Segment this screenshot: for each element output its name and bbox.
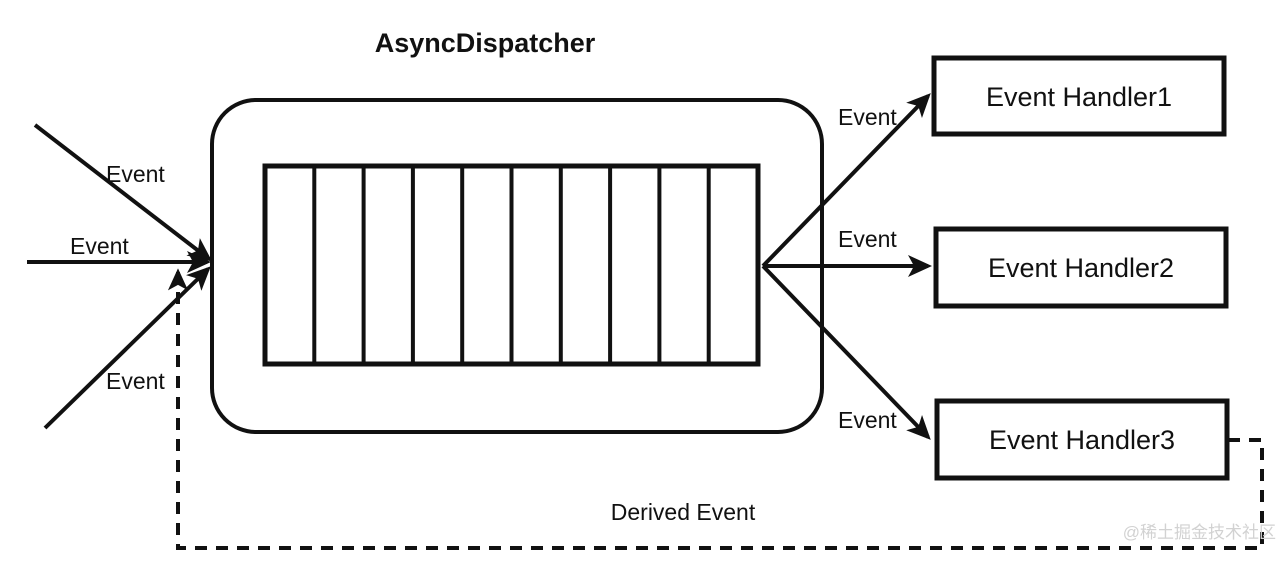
input-arrow-3 bbox=[43, 266, 211, 430]
output-label-1: Event bbox=[838, 104, 897, 130]
output-arrow-1 bbox=[761, 93, 931, 268]
derived-event-label: Derived Event bbox=[611, 499, 756, 525]
watermark-label: @稀土掘金技术社区 bbox=[1123, 523, 1276, 542]
event-handler-3-box[interactable] bbox=[934, 398, 1230, 481]
output-label-3: Event bbox=[838, 407, 897, 433]
event-handler-1-label: Event Handler1 bbox=[986, 82, 1172, 112]
input-label-3: Event bbox=[106, 368, 165, 394]
event-handler-3-label: Event Handler3 bbox=[989, 425, 1175, 455]
input-label-1: Event bbox=[106, 161, 165, 187]
event-handler-2-box[interactable] bbox=[933, 226, 1229, 309]
input-arrow-1 bbox=[33, 123, 213, 262]
event-handler-2-label: Event Handler2 bbox=[988, 253, 1174, 283]
event-queue-dividers bbox=[312, 166, 711, 364]
page-title: AsyncDispatcher bbox=[375, 28, 596, 58]
output-arrow-3 bbox=[761, 264, 931, 440]
derived-event-feedback-path bbox=[167, 268, 1264, 550]
event-handler-1-box[interactable] bbox=[931, 55, 1227, 137]
input-label-2: Event bbox=[70, 233, 129, 259]
output-label-2: Event bbox=[838, 226, 897, 252]
